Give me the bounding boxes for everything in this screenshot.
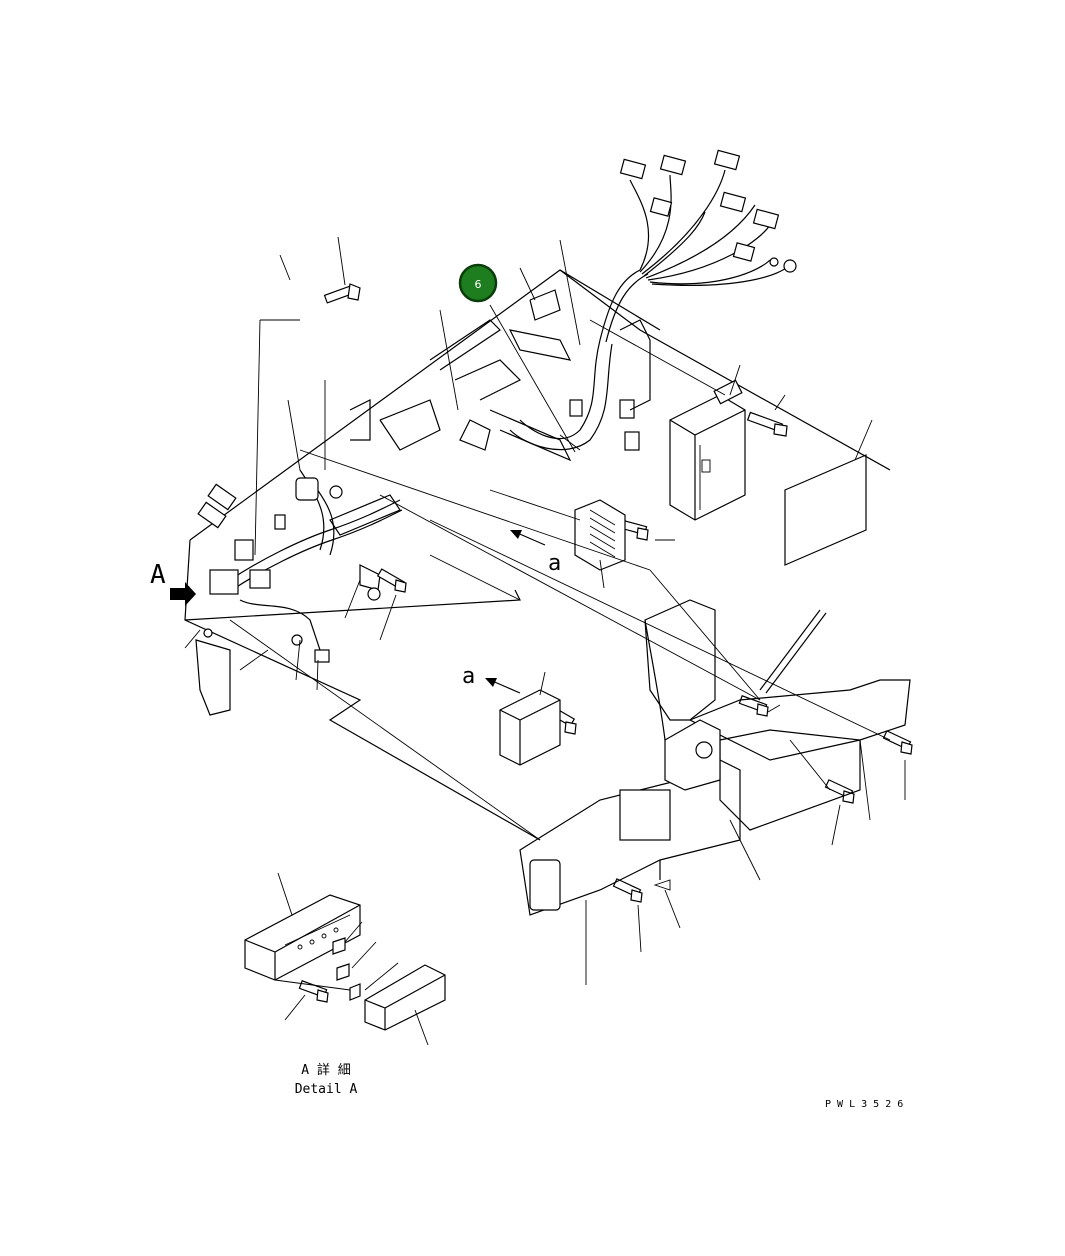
- bolt-upper-right: [746, 411, 788, 437]
- bolt-left: [376, 568, 407, 593]
- crossmember: [519, 599, 911, 916]
- view-marker-label: A: [150, 560, 166, 590]
- callout-6[interactable]: 6: [458, 263, 576, 453]
- upper-harness: [509, 149, 797, 451]
- leader-lines: [184, 236, 906, 985]
- detail-a: [244, 872, 446, 1046]
- direction-arrow-a2: a: [462, 664, 521, 694]
- center-brackets: [349, 289, 651, 462]
- left-harness: [195, 469, 403, 716]
- direction-arrow-a1: a: [510, 530, 561, 576]
- regulator: [574, 499, 626, 571]
- view-a-marker: A: [150, 560, 196, 606]
- detail-caption-en: Detail A: [295, 1082, 358, 1097]
- bolt-detail: [298, 980, 329, 1003]
- arrow-label-a2: a: [462, 664, 475, 689]
- bolt-right-3: [824, 779, 855, 804]
- bolt-top-left: [323, 283, 361, 304]
- small-module: [499, 689, 561, 766]
- controller-unit: [669, 379, 746, 521]
- bolt-right-2: [882, 730, 913, 755]
- view-arrow-icon: [170, 582, 196, 606]
- arrow-head-icon: [510, 530, 522, 539]
- drawing-code: P W L 3 5 2 6: [825, 1099, 903, 1110]
- bolts: [298, 283, 913, 1003]
- reference-lines: [229, 319, 891, 841]
- detail-caption-jp: A 詳 細: [301, 1062, 350, 1078]
- label-plate: [784, 454, 867, 566]
- callout-6-number: 6: [475, 278, 482, 291]
- arrow-label-a1: a: [548, 551, 561, 576]
- bolt-bottom: [612, 878, 643, 903]
- arrow-head-icon: [485, 678, 497, 687]
